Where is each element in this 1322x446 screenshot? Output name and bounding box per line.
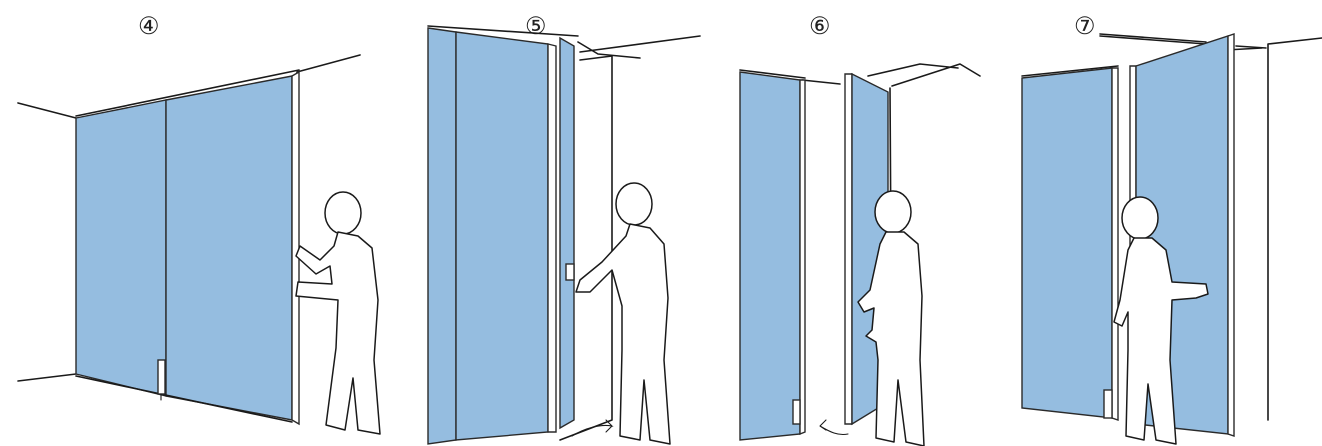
partition-panel [428, 28, 456, 444]
panel-edge-frame [548, 44, 556, 432]
partition-panels [76, 70, 299, 424]
step-5-scene: ⑤ [428, 12, 700, 444]
partition-panel [76, 100, 166, 396]
partition-panels [428, 26, 578, 444]
step-4-label: ④ [138, 12, 160, 40]
floor-latch [1104, 390, 1112, 418]
partition-panel [456, 32, 548, 440]
rotating-panel [560, 38, 574, 428]
panel-edge-frame [845, 74, 852, 424]
ceiling-opening [868, 64, 958, 76]
step-7-label: ⑦ [1074, 12, 1096, 40]
person-body [576, 224, 670, 444]
door-handle [566, 264, 574, 280]
person-figure [296, 192, 380, 434]
partition-panel [740, 72, 800, 440]
step-4-scene: ④ [18, 12, 380, 434]
person-body [296, 232, 380, 434]
rotation-arrow [820, 420, 848, 435]
panel-edge-frame [1112, 68, 1118, 420]
step-6-scene: ⑥ [740, 12, 980, 446]
person-figure [576, 183, 670, 444]
ceiling-track [1100, 36, 1262, 50]
panel-edge-frame [800, 80, 805, 434]
floor-latch [158, 360, 165, 394]
person-head [325, 192, 361, 234]
partition-panel [166, 76, 292, 420]
person-head [875, 191, 911, 233]
partition-panels [740, 70, 888, 440]
panel-edge-frame [292, 72, 299, 424]
partition-panel [1022, 68, 1112, 418]
person-head [1122, 197, 1158, 239]
person-head [616, 183, 652, 225]
step-5-label: ⑤ [525, 12, 547, 40]
floor-latch [793, 400, 800, 424]
step-6-label: ⑥ [809, 12, 831, 40]
ceiling-opening [578, 42, 640, 58]
panel-edge-frame [1228, 34, 1234, 436]
step-7-scene: ⑦ [1022, 12, 1322, 444]
